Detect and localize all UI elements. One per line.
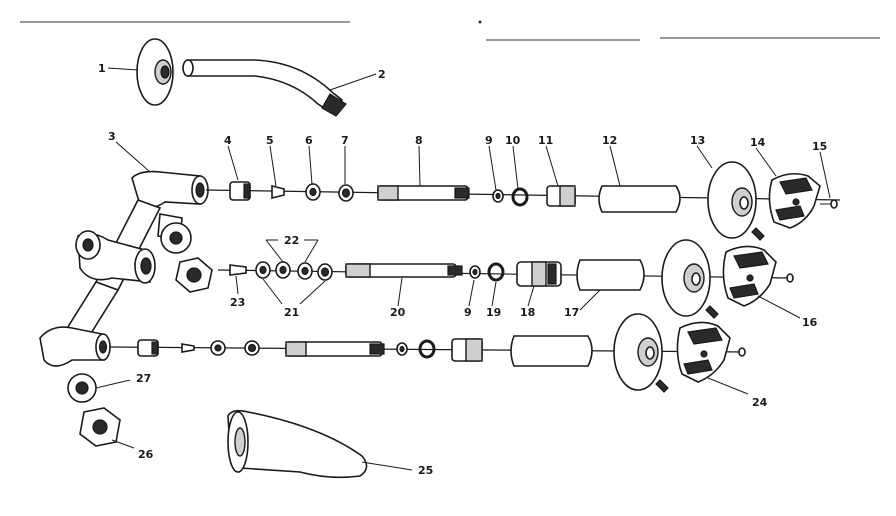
bottom-nipple[interactable]: [137, 339, 159, 357]
part-21-washer-right[interactable]: [317, 263, 333, 281]
part-middle-escutcheon[interactable]: [661, 239, 711, 317]
shower-arm[interactable]: [182, 59, 347, 117]
part-26-hex-nut[interactable]: [79, 407, 121, 447]
label-part-27[interactable]: 27: [136, 372, 151, 385]
label-part-19[interactable]: 19: [486, 306, 501, 319]
bottom-washer-screw[interactable]: [181, 343, 195, 353]
part-25-tub-spout[interactable]: [227, 409, 368, 479]
label-part-7[interactable]: 7: [341, 134, 349, 147]
label-part-9-middle[interactable]: 9: [464, 306, 472, 319]
bottom-handle-screw[interactable]: [728, 347, 746, 357]
bottom-washer-small[interactable]: [396, 342, 408, 356]
label-part-20[interactable]: 20: [390, 306, 406, 319]
part-8-stem[interactable]: [377, 185, 470, 201]
part-labels: 1 2 3 4 5 6 7 8 9 10 11 12 13 14 15 16 1…: [98, 62, 827, 477]
label-part-4[interactable]: 4: [224, 134, 232, 147]
label-part-12[interactable]: 12: [602, 134, 617, 147]
part-4-nipple[interactable]: [229, 181, 251, 201]
part-19-o-ring[interactable]: [487, 262, 505, 282]
middle-small-screw[interactable]: [705, 305, 719, 319]
bottom-small-screw[interactable]: [655, 379, 669, 393]
shower-flange[interactable]: [136, 38, 174, 106]
label-part-1[interactable]: 1: [98, 62, 106, 75]
label-part-14[interactable]: 14: [750, 136, 766, 149]
label-part-3[interactable]: 3: [108, 130, 116, 143]
part-21-washer-left[interactable]: [255, 261, 271, 279]
bottom-sleeve[interactable]: [510, 335, 593, 367]
label-part-17[interactable]: 17: [564, 306, 579, 319]
part-5-washer-screw[interactable]: [271, 184, 285, 200]
bottom-o-ring[interactable]: [418, 339, 436, 359]
bottom-seat[interactable]: [244, 340, 260, 356]
body-hex-nut-middle[interactable]: [175, 257, 213, 293]
body-side-nut-upper[interactable]: [160, 222, 192, 254]
part-10-o-ring[interactable]: [511, 187, 529, 207]
part-11-bonnet[interactable]: [546, 185, 576, 207]
label-part-13[interactable]: 13: [690, 134, 705, 147]
part-6-washer[interactable]: [305, 183, 321, 201]
label-part-23[interactable]: 23: [230, 296, 245, 309]
label-part-22[interactable]: 22: [284, 234, 299, 247]
label-part-24[interactable]: 24: [752, 396, 768, 409]
label-part-6[interactable]: 6: [305, 134, 313, 147]
part-13-escutcheon[interactable]: [707, 161, 757, 239]
label-part-9-upper[interactable]: 9: [485, 134, 493, 147]
bottom-escutcheon[interactable]: [613, 313, 663, 391]
label-part-26[interactable]: 26: [138, 448, 154, 461]
part-22-seat-pair[interactable]: [275, 261, 313, 280]
part-23-washer-screw[interactable]: [229, 264, 247, 276]
label-part-10[interactable]: 10: [505, 134, 521, 147]
middle-handle-screw[interactable]: [776, 273, 794, 283]
label-part-5[interactable]: 5: [266, 134, 274, 147]
bottom-bonnet[interactable]: [451, 338, 483, 362]
bottom-washer[interactable]: [210, 340, 226, 356]
label-part-16[interactable]: 16: [802, 316, 818, 329]
label-part-15[interactable]: 15: [812, 140, 827, 153]
label-part-11[interactable]: 11: [538, 134, 553, 147]
part-20-stem[interactable]: [345, 263, 463, 278]
part-15-handle-screw[interactable]: [820, 199, 838, 209]
part-16-handle[interactable]: [722, 245, 777, 307]
label-part-18[interactable]: 18: [520, 306, 535, 319]
part-14-handle[interactable]: [768, 172, 821, 229]
label-part-2[interactable]: 2: [378, 68, 386, 81]
part-9-washer-upper[interactable]: [492, 189, 504, 203]
label-part-25[interactable]: 25: [418, 464, 433, 477]
part-12-sleeve[interactable]: [598, 185, 681, 213]
bottom-stem[interactable]: [285, 341, 385, 357]
header-rules: [20, 20, 880, 41]
part-18-bonnet[interactable]: [516, 261, 562, 287]
label-part-21[interactable]: 21: [284, 306, 299, 319]
part-27-coupling[interactable]: [67, 373, 97, 403]
part-24-handle[interactable]: [676, 321, 731, 383]
label-part-8[interactable]: 8: [415, 134, 423, 147]
upper-small-screw[interactable]: [751, 227, 765, 241]
leader-lines: [95, 67, 831, 471]
part-9-washer-middle[interactable]: [469, 265, 481, 279]
part-7-seat[interactable]: [338, 184, 354, 202]
part-17-sleeve[interactable]: [576, 259, 645, 291]
